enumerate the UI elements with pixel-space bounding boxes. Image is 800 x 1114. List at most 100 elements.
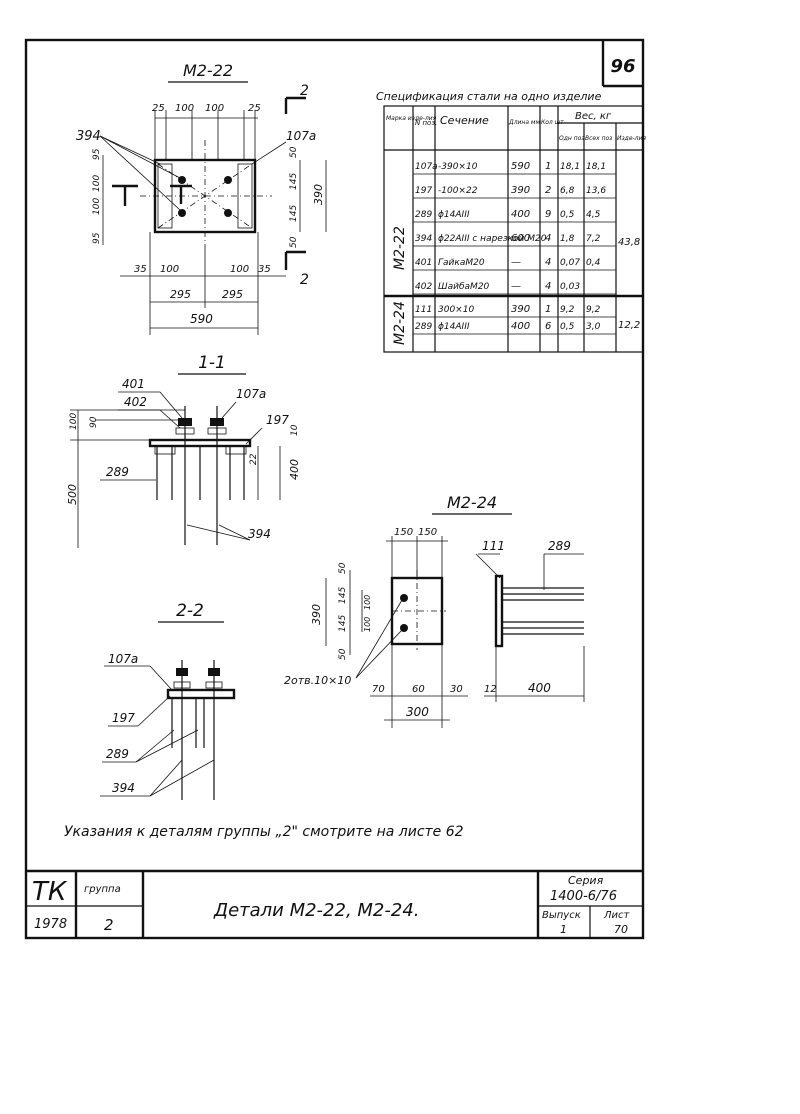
spec-cell-w_one: 0,07 xyxy=(560,258,580,268)
label-394-2: 394 xyxy=(112,781,135,795)
dim-right-145b: 145 xyxy=(289,205,299,222)
dim-m2-24-100b: 100 xyxy=(363,617,372,632)
section-2-2: 2-2 107а 197 289 394 xyxy=(100,601,236,800)
dim-1-1-90: 90 xyxy=(89,416,99,428)
dim-m2-24-70: 70 xyxy=(372,684,385,695)
spec-cell-qty: 1 xyxy=(545,304,551,315)
dim-bottom-100a: 100 xyxy=(160,264,179,275)
drawing-m2-24: М2-24 150 150 390 50 145 145 50 100 100 … xyxy=(284,493,585,728)
spec-cell-pos: 107а xyxy=(415,162,438,172)
sheet-label: Лист xyxy=(603,910,631,921)
spec-cell-pos: 401 xyxy=(415,258,432,268)
spec-cell-section: ϕ14АIII xyxy=(438,210,470,220)
spec-cell-section: ϕ22АIII с нарезкой М20 xyxy=(438,234,547,244)
label-111: 111 xyxy=(482,539,505,553)
issue-value: 1 xyxy=(560,923,567,936)
org-logo: ТК xyxy=(32,877,68,907)
dim-left-100a: 100 xyxy=(92,175,102,192)
dim-top-25a: 25 xyxy=(152,103,165,114)
hdr-qty: Кол шт xyxy=(541,119,564,126)
callout-107a: 107а xyxy=(286,129,316,143)
label-394-1: 394 xyxy=(248,527,271,541)
hdr-length: Длина мм xyxy=(508,119,540,126)
spec-cell-section: -100×22 xyxy=(438,186,478,196)
spec-cell-qty: 1 xyxy=(545,161,551,172)
spec-cell-pos: 289 xyxy=(415,210,432,220)
dim-top-100b: 100 xyxy=(205,103,224,114)
section-1-1-title: 1-1 xyxy=(198,353,226,373)
spec-cell-w_all: 18,1 xyxy=(586,162,606,172)
section-1-1: 1-1 100 90 500 289 22 400 10 401 xyxy=(66,353,301,548)
dim-m2-24-400: 400 xyxy=(528,681,551,695)
dim-total-590: 590 xyxy=(190,312,213,326)
group-value: 2 xyxy=(104,916,114,934)
dim-height-390: 390 xyxy=(312,184,325,205)
spec-cell-length: 590 xyxy=(511,161,530,172)
spec-cell-w_all: 13,6 xyxy=(586,186,606,196)
dim-m2-24-12: 12 xyxy=(484,684,497,695)
label-197-2: 197 xyxy=(112,711,135,725)
hdr-mark: Марка изде-лия xyxy=(386,115,437,122)
group1-item-weight: 43,8 xyxy=(618,237,640,248)
spec-cell-pos: 111 xyxy=(415,305,432,315)
drawing-m2-22: М2-22 25 100 100 25 2 2 xyxy=(76,61,327,335)
spec-cell-length: — xyxy=(511,257,521,268)
group-label: группа xyxy=(84,884,121,895)
m2-22-title: М2-22 xyxy=(183,61,233,80)
callout-394: 394 xyxy=(76,129,101,144)
series-value: 1400-6/76 xyxy=(550,889,617,904)
spec-cell-w_one: 6,8 xyxy=(560,186,575,196)
dim-m2-24-60: 60 xyxy=(412,684,425,695)
spec-cell-w_one: 9,2 xyxy=(560,305,575,315)
label-401: 401 xyxy=(122,377,145,391)
group1-mark: М2-22 xyxy=(392,226,408,270)
dim-m2-24-100a: 100 xyxy=(363,595,372,610)
spec-cell-w_all: 9,2 xyxy=(586,305,601,315)
spec-cell-pos: 402 xyxy=(415,282,432,292)
series-label: Серия xyxy=(568,874,604,887)
spec-cell-w_one: 0,03 xyxy=(560,282,580,292)
dim-right-145a: 145 xyxy=(289,173,299,190)
spec-cell-section: ϕ14АIII xyxy=(438,322,470,332)
spec-cell-section: 300×10 xyxy=(438,305,474,315)
spec-cell-section: -390×10 xyxy=(438,162,478,172)
dim-bottom-295a: 295 xyxy=(170,288,191,301)
dim-m2-24-150b: 150 xyxy=(418,527,437,538)
dim-1-1-100: 100 xyxy=(69,413,79,430)
dim-m2-24-50b: 50 xyxy=(338,648,348,660)
label-289-2: 289 xyxy=(106,747,129,761)
spec-cell-w_all: 7,2 xyxy=(586,234,601,244)
spec-cell-w_one: 18,1 xyxy=(560,162,580,172)
dim-m2-24-390: 390 xyxy=(310,604,323,625)
spec-table: Спецификация стали на одно изделие Марка… xyxy=(376,90,646,353)
issue-label: Выпуск xyxy=(542,910,581,921)
dim-bottom-35a: 35 xyxy=(134,264,147,275)
dim-m2-24-30: 30 xyxy=(450,684,463,695)
page-number: 96 xyxy=(610,56,635,77)
dim-bottom-35b: 35 xyxy=(258,264,271,275)
group2-mark: М2-24 xyxy=(392,301,408,345)
dim-1-1-10: 10 xyxy=(290,424,300,436)
spec-cell-pos: 394 xyxy=(415,234,432,244)
spec-cell-w_one: 0,5 xyxy=(560,210,575,220)
spec-cell-section: ШайбаМ20 xyxy=(438,282,490,292)
label-402: 402 xyxy=(124,395,147,409)
hdr-w-all: Всех поз xyxy=(585,135,612,142)
spec-cell-qty: 2 xyxy=(545,185,551,196)
dim-left-95a: 95 xyxy=(92,148,102,160)
sheet-frame xyxy=(24,38,645,940)
spec-cell-length: — xyxy=(511,281,521,292)
dim-m2-24-150a: 150 xyxy=(394,527,413,538)
spec-cell-length: 400 xyxy=(511,209,530,220)
dim-top-100a: 100 xyxy=(175,103,194,114)
label-197-1: 197 xyxy=(266,413,289,427)
hdr-section: Сечение xyxy=(440,114,489,127)
dim-m2-24-300: 300 xyxy=(406,705,429,719)
label-289-1: 289 xyxy=(106,465,129,479)
spec-cell-length: 400 xyxy=(511,321,530,332)
dim-1-1-500: 500 xyxy=(66,484,79,505)
spec-cell-length: 390 xyxy=(511,185,530,196)
spec-caption: Спецификация стали на одно изделие xyxy=(376,90,602,103)
drawing-name: Детали М2-22, М2-24. xyxy=(213,900,420,921)
